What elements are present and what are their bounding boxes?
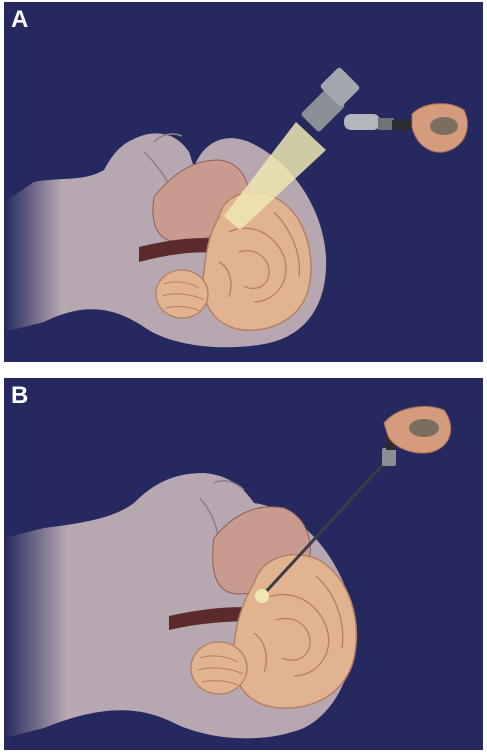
endoscope-illustration <box>4 378 483 750</box>
panel-a: A <box>4 2 483 362</box>
endoscope-tip-light <box>255 589 269 603</box>
panel-label: B <box>11 382 28 410</box>
panel-b: B <box>4 378 483 750</box>
panel-label: A <box>11 6 28 34</box>
microscope-illustration <box>4 2 483 362</box>
